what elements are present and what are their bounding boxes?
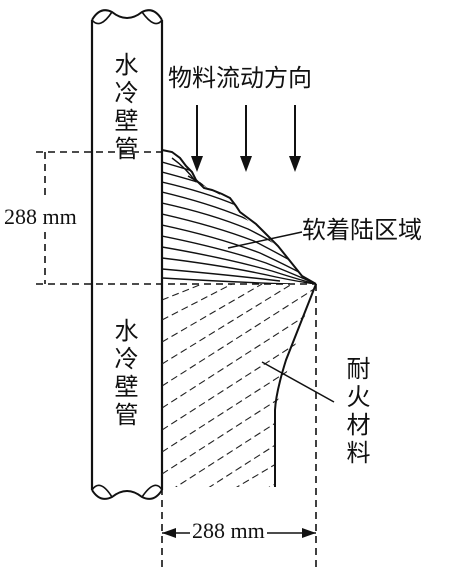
tube-label-top: 水冷壁管 (110, 52, 138, 164)
water-wall-tube (90, 9, 164, 500)
flow-direction-label: 物料流动方向 (168, 64, 312, 92)
dimension-lines (36, 151, 317, 568)
soft-landing-region (161, 149, 317, 285)
tube-label-bottom: 水冷壁管 (110, 318, 138, 430)
soft-landing-zone-label: 软着陆区域 (302, 216, 422, 244)
dimension-horizontal-label: 288 mm (190, 518, 267, 543)
dimension-arrowheads (162, 528, 316, 538)
flow-direction-arrows (191, 105, 301, 172)
refractory-region (162, 283, 317, 487)
refractory-label: 耐火材料 (342, 356, 370, 468)
leader-lines (227, 231, 335, 403)
dimension-vertical-label: 288 mm (4, 204, 77, 229)
